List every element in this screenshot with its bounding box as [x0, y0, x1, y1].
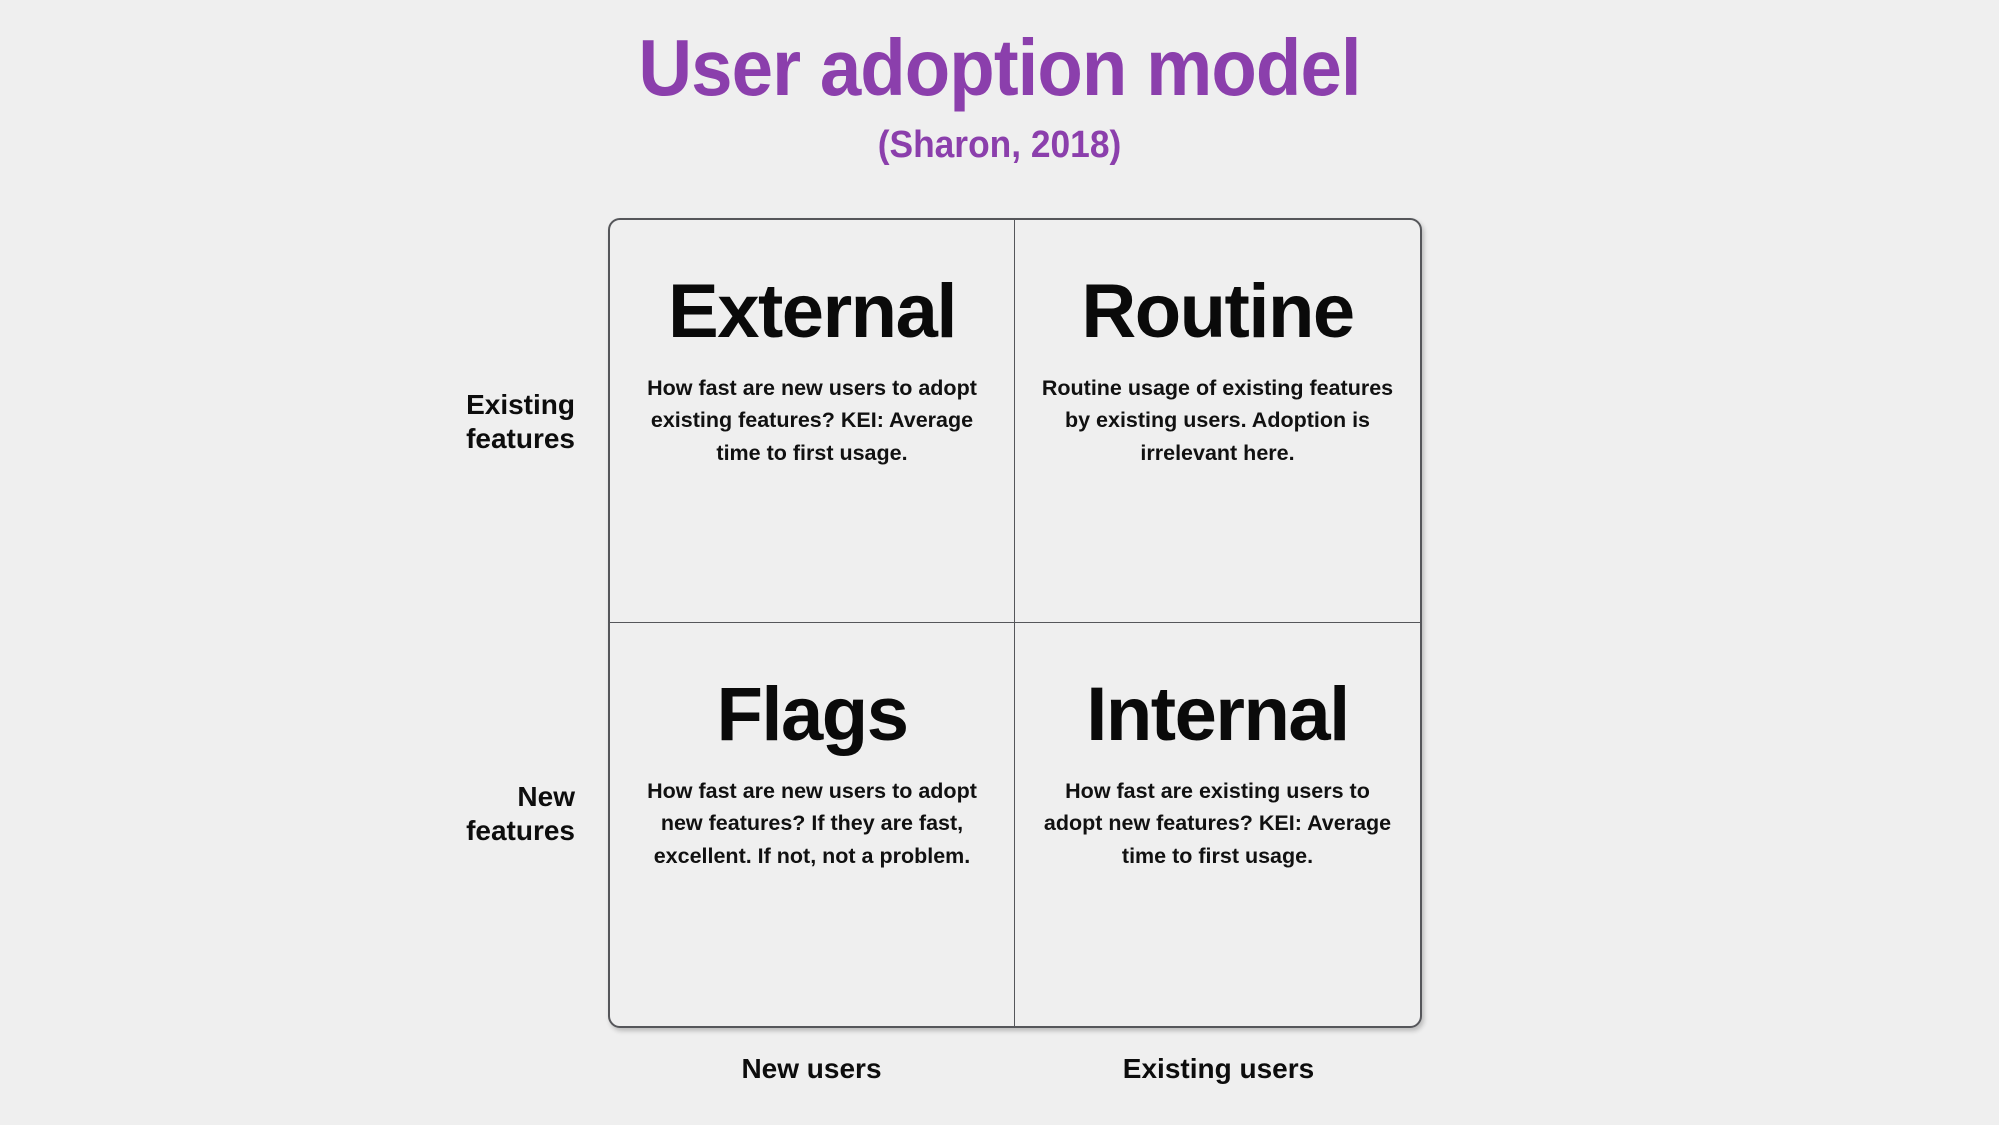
row-label-existing-features: Existing features — [315, 388, 575, 456]
quadrant-internal-heading: Internal — [1086, 672, 1350, 757]
column-label-existing-users: Existing users — [1122, 1053, 1315, 1084]
row-label-new-features: New features — [315, 780, 575, 848]
quadrant-external[interactable]: External How fast are new users to adopt… — [610, 220, 1015, 623]
title-block: User adoption model (Sharon, 2018) — [0, 23, 1999, 166]
page-title: User adoption model — [638, 23, 1361, 112]
quadrant-internal-body: How fast are existing users to adopt new… — [1043, 779, 1392, 868]
quadrant-external-heading: External — [668, 269, 957, 354]
quadrant-routine-body: Routine usage of existing features by ex… — [1041, 376, 1394, 465]
quadrant-flags-body: How fast are new users to adopt new feat… — [647, 779, 977, 868]
quadrant-flags[interactable]: Flags How fast are new users to adopt ne… — [610, 623, 1015, 1026]
quadrant-flags-heading: Flags — [716, 672, 910, 757]
page-subtitle-citation: (Sharon, 2018) — [877, 124, 1122, 166]
quadrant-external-body: How fast are new users to adopt existing… — [647, 376, 977, 465]
column-label-new-users: New users — [741, 1053, 882, 1084]
row-label-existing-features-line2: features — [466, 423, 575, 455]
quadrant-routine-heading: Routine — [1081, 269, 1355, 354]
quadrant-internal[interactable]: Internal How fast are existing users to … — [1015, 623, 1420, 1026]
row-label-new-features-line1: New — [517, 781, 575, 812]
row-label-new-features-line2: features — [466, 815, 575, 847]
row-label-existing-features-line1: Existing — [466, 389, 575, 420]
quadrant-routine[interactable]: Routine Routine usage of existing featur… — [1015, 220, 1420, 623]
adoption-matrix: External How fast are new users to adopt… — [608, 218, 1422, 1028]
